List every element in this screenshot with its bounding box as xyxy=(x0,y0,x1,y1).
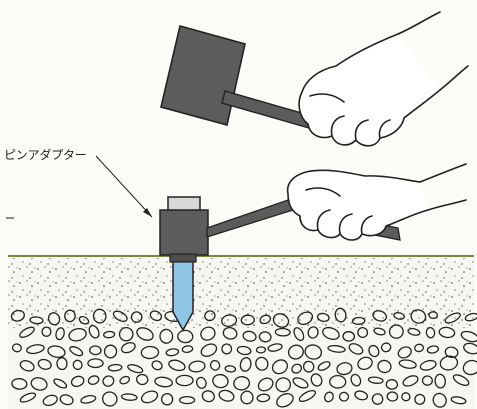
pin-adapter-label: ピンアダプター xyxy=(4,146,87,163)
upper-hand-fist xyxy=(299,34,440,146)
upper-hand xyxy=(299,12,468,146)
hammer-handle xyxy=(222,91,312,128)
lower-hand xyxy=(288,164,466,240)
lower-arm-line-bottom xyxy=(428,200,466,210)
upper-arm-line-top xyxy=(398,12,440,34)
upper-arm-line-bottom xyxy=(440,66,468,90)
lower-hand-fist xyxy=(288,170,428,240)
adapter-handle xyxy=(207,200,293,237)
callout-line xyxy=(96,156,152,217)
hammer-head xyxy=(161,26,245,125)
callout-leader xyxy=(96,156,152,217)
adapter-body xyxy=(160,210,208,255)
lower-arm-line-top xyxy=(420,164,466,182)
adapter-collar xyxy=(170,254,196,262)
